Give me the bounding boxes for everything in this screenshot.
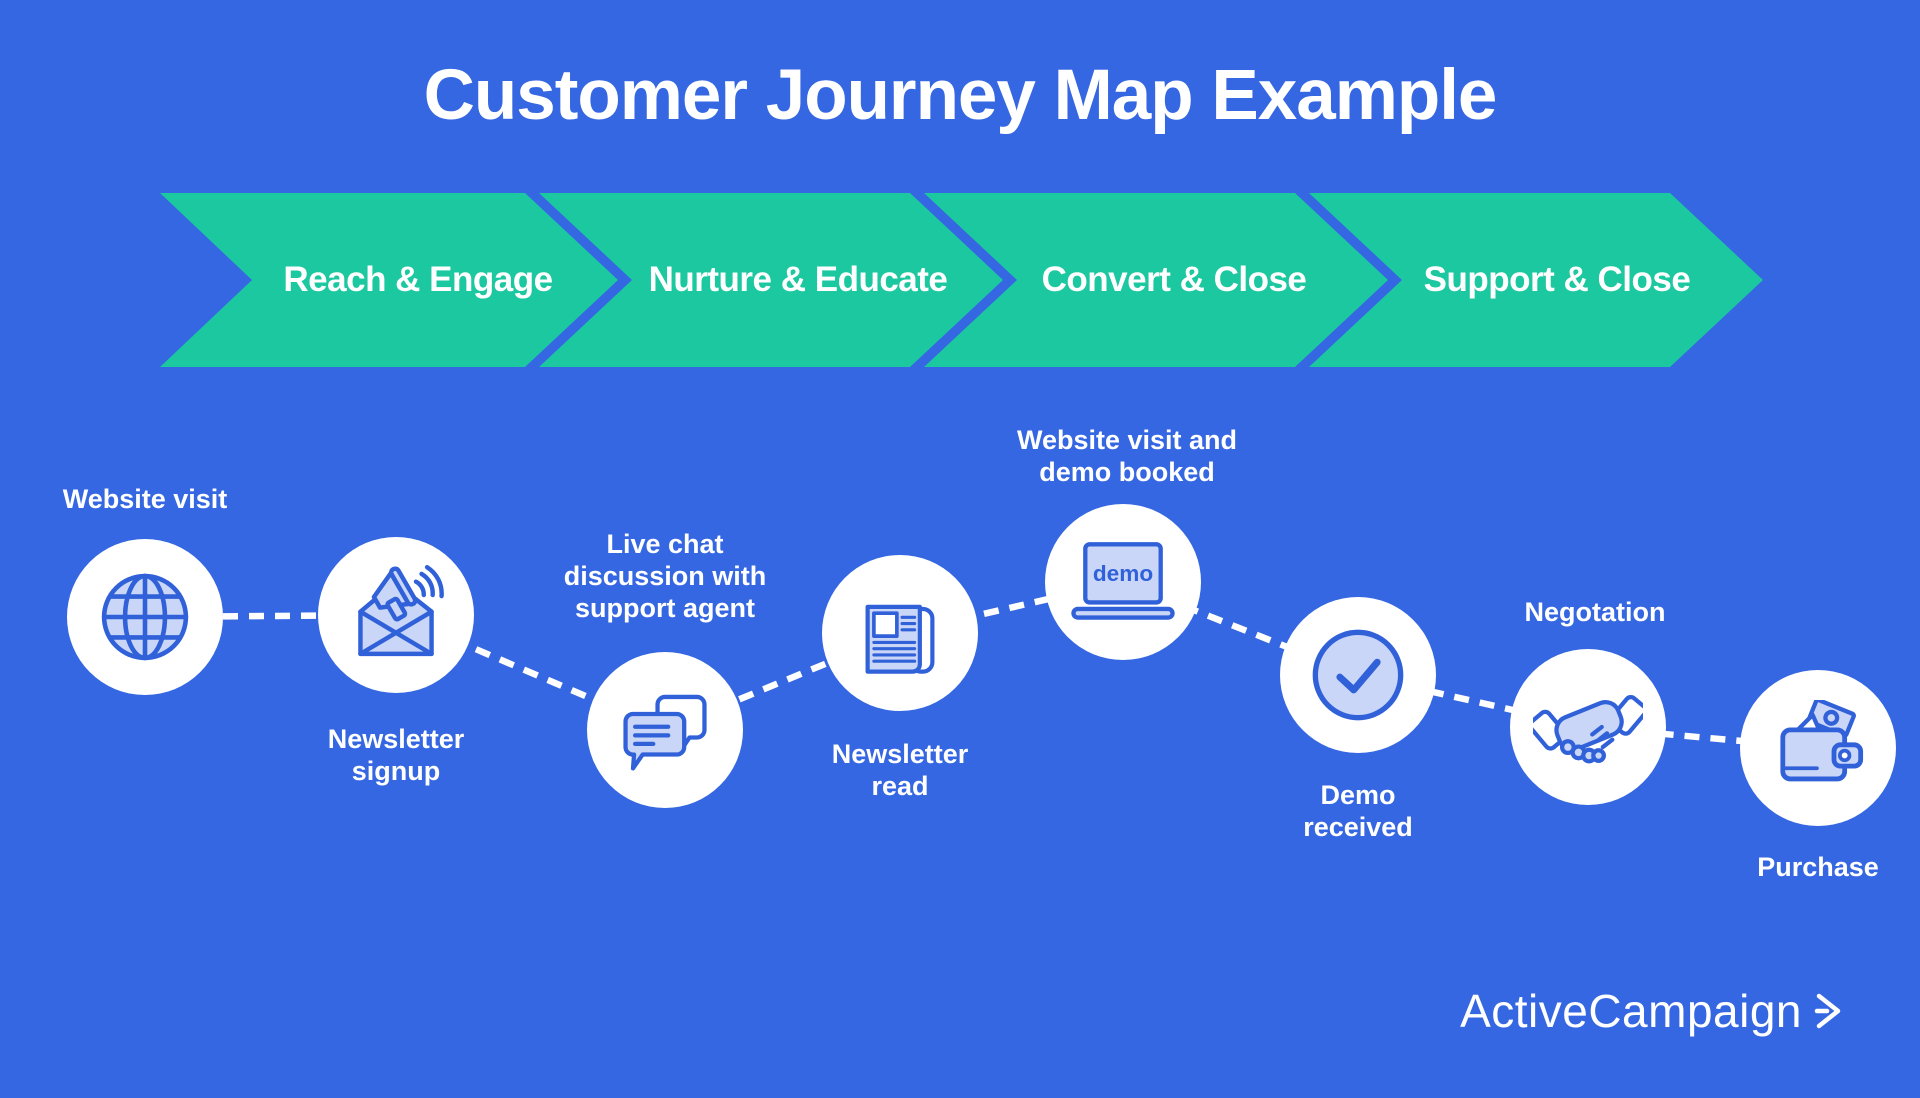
newspaper-icon [865, 604, 935, 674]
journey-node-newsletter-signup [318, 537, 474, 693]
laptop-demo-icon: demo [1071, 542, 1175, 620]
handshake-icon [1533, 694, 1643, 764]
step-label-demo-booked: Website visit and demo booked [1016, 425, 1238, 487]
wallet-icon [1780, 700, 1864, 782]
newsletter-megaphone-icon [358, 565, 444, 657]
step-label-purchase: Purchase [1757, 852, 1879, 883]
step-label-newsletter-read: Newsletter read [831, 739, 969, 801]
globe-icon [101, 573, 189, 661]
brand-logo: ActiveCampaign [1460, 984, 1844, 1038]
page-title: Customer Journey Map Example [423, 56, 1498, 135]
laptop-screen-text: demo [1093, 561, 1153, 586]
journey-node-purchase [1740, 670, 1896, 826]
stage-arrow-1 [160, 193, 618, 367]
journey-node-live-chat [587, 652, 743, 808]
checkmark-circle-icon [1312, 629, 1404, 721]
stage-label-support: Support & Close [1423, 260, 1691, 299]
stage-arrow-3 [924, 193, 1388, 367]
stage-label-convert: Convert & Close [1041, 260, 1307, 299]
stage-arrow-band [160, 193, 1763, 367]
journey-node-website-visit [67, 539, 223, 695]
step-label-website-visit: Website visit [62, 484, 228, 515]
journey-node-demo-booked: demo [1045, 504, 1201, 660]
journey-node-demo-received [1280, 597, 1436, 753]
journey-node-newsletter-read [822, 555, 978, 711]
step-label-negotiation: Negotation [1524, 597, 1666, 628]
stage-label-reach: Reach & Engage [283, 260, 553, 299]
step-label-live-chat: Live chat discussion with support agent [563, 529, 767, 623]
stage-arrow-2 [539, 193, 1003, 367]
chat-bubbles-icon [623, 694, 707, 771]
brand-logo-text: ActiveCampaign [1460, 985, 1802, 1037]
step-label-demo-received: Demo received [1303, 780, 1413, 842]
step-label-newsletter-signup: Newsletter signup [327, 724, 465, 786]
stage-label-nurture: Nurture & Educate [648, 260, 948, 299]
forward-chevron-icon [1814, 993, 1841, 1029]
journey-node-negotiation [1510, 649, 1666, 805]
stage-arrow-4 [1309, 193, 1763, 367]
